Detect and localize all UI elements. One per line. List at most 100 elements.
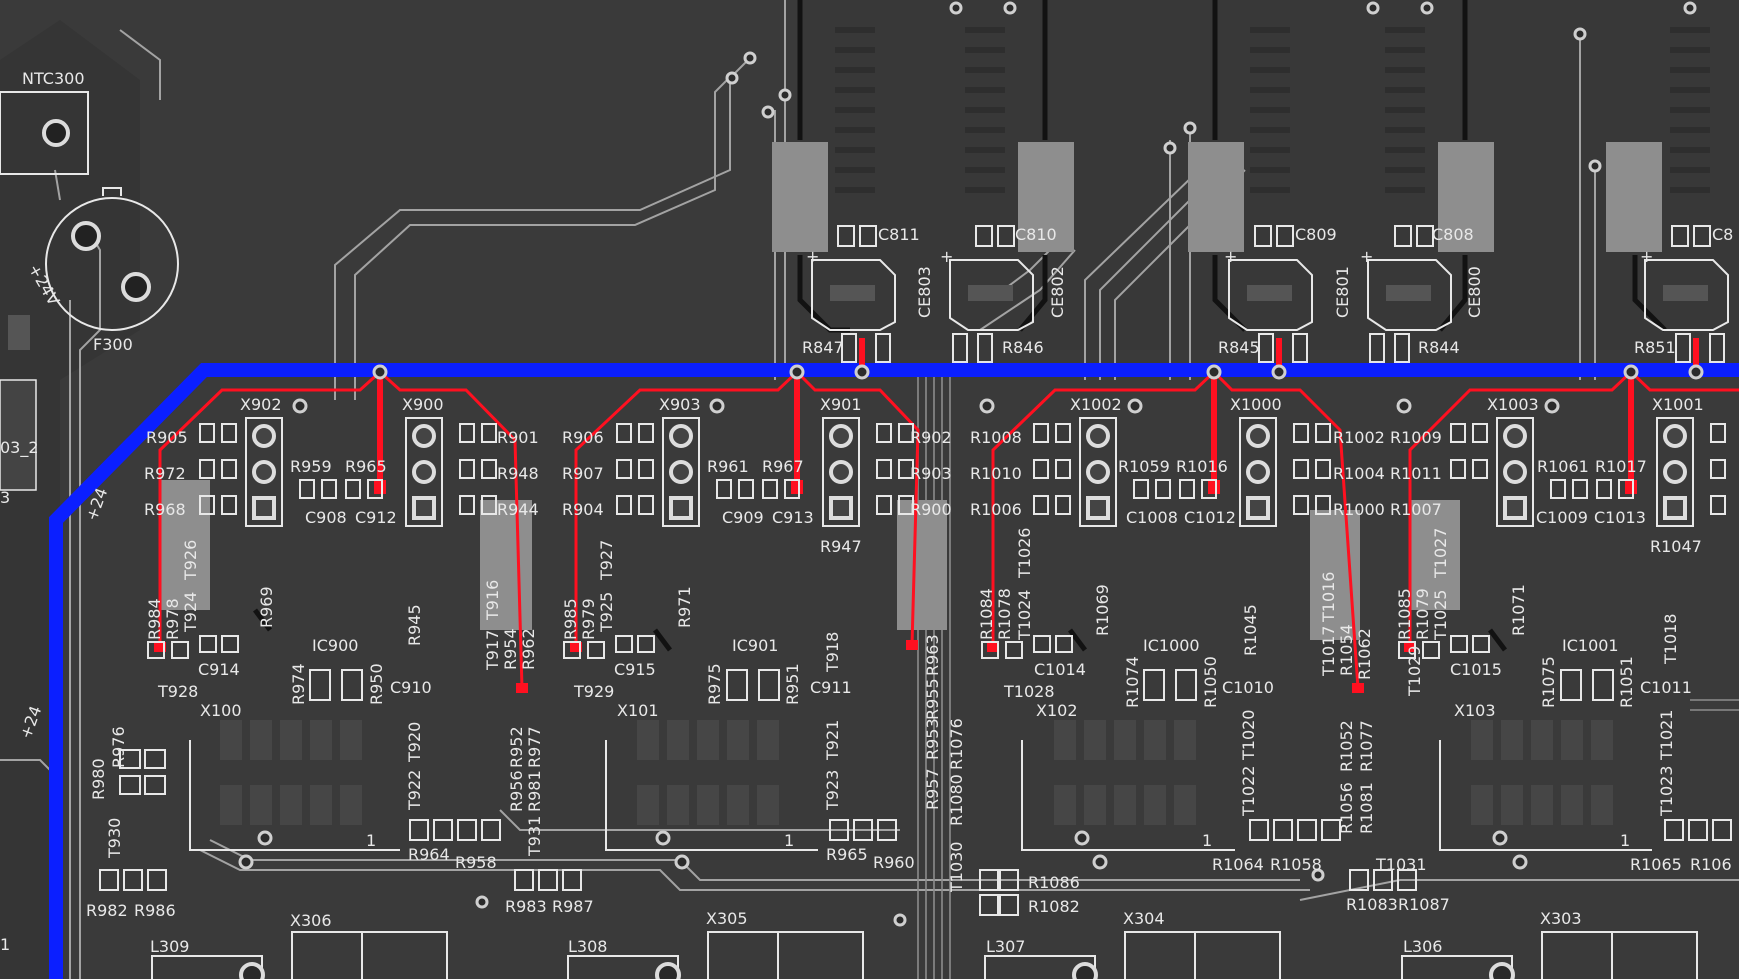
label-r1011: R1011 <box>1390 464 1442 483</box>
label-t922: T922 <box>405 770 424 811</box>
label-r965: R965 <box>345 457 387 476</box>
header-x1001[interactable] <box>1656 417 1694 527</box>
label-r846: R846 <box>1002 338 1044 357</box>
label-x100: X100 <box>200 701 242 720</box>
label-t930: T930 <box>105 818 124 859</box>
label-pin1-d: 1 <box>1620 831 1630 850</box>
label-r972: R972 <box>144 464 186 483</box>
ntc300-pad[interactable] <box>42 119 70 147</box>
label-r948: R948 <box>497 464 539 483</box>
label-c1013: C1013 <box>1594 508 1646 527</box>
label-r851: R851 <box>1634 338 1676 357</box>
label-r947: R947 <box>820 537 862 556</box>
label-r962: R962 <box>519 628 538 670</box>
label-r847: R847 <box>802 338 844 357</box>
label-c810: C810 <box>1015 225 1057 244</box>
label-x900: X900 <box>402 395 444 414</box>
center-traces <box>917 370 1739 979</box>
label-c912: C912 <box>355 508 397 527</box>
header-x901[interactable] <box>822 417 860 527</box>
cap-pads <box>830 285 1708 301</box>
label-l307: L307 <box>986 937 1025 956</box>
label-c911: C911 <box>810 678 852 697</box>
small-pad-left <box>8 315 30 350</box>
label-r1051: R1051 <box>1617 656 1636 708</box>
blue-power-bus[interactable] <box>49 363 1739 979</box>
label-l306: L306 <box>1403 937 1442 956</box>
connector-x-outlines <box>189 740 1652 851</box>
electrolytic-caps <box>811 259 1729 331</box>
label-x306: X306 <box>290 911 332 930</box>
header-x1000[interactable] <box>1239 417 1277 527</box>
label-x304: X304 <box>1123 909 1165 928</box>
label-ic901: IC901 <box>732 636 778 655</box>
label-r961: R961 <box>707 457 749 476</box>
label-c913: C913 <box>772 508 814 527</box>
label-pin1-b: 1 <box>784 831 794 850</box>
copper-pour-right-block <box>800 0 1739 350</box>
label-r977: R977 <box>525 726 544 768</box>
dark-traces <box>253 0 1667 652</box>
label-c1015: C1015 <box>1450 660 1502 679</box>
silkscreen-labels: C811 C810 C809 C808 C8 + + + + + CE803 C… <box>86 225 1733 956</box>
label-r983: R983 <box>505 897 547 916</box>
label-r1082: R1082 <box>1028 897 1080 916</box>
label-edge-1: 1 <box>0 935 10 954</box>
header-x900[interactable] <box>405 417 443 527</box>
label-l309: L309 <box>150 937 189 956</box>
label-t1017: T1017 <box>1319 626 1338 678</box>
label-r979: R979 <box>579 598 598 640</box>
red-thick-stubs[interactable] <box>377 338 1699 492</box>
label-t1026: T1026 <box>1015 528 1034 580</box>
label-r952: R952 <box>507 726 526 768</box>
label-r945: R945 <box>405 604 424 646</box>
label-r1087: R1087 <box>1398 895 1450 914</box>
label-t918: T918 <box>823 632 842 673</box>
red-nets[interactable] <box>158 370 1739 689</box>
label-r1059: R1059 <box>1118 457 1170 476</box>
label-r1047: R1047 <box>1650 537 1702 556</box>
header-x1003[interactable] <box>1496 417 1534 527</box>
label-r968: R968 <box>144 500 186 519</box>
label-r1010: R1010 <box>970 464 1022 483</box>
label-r1065: R1065 <box>1630 855 1682 874</box>
label-r844: R844 <box>1418 338 1460 357</box>
label-plus-4: + <box>1360 247 1373 266</box>
f300-pad-2[interactable] <box>121 272 151 302</box>
label-r1045: R1045 <box>1241 604 1260 656</box>
label-r957: R957 <box>923 768 942 810</box>
label-r982: R982 <box>86 901 128 920</box>
label-r1050: R1050 <box>1201 656 1220 708</box>
label-t921: T921 <box>823 720 842 761</box>
f300-notch <box>102 187 122 196</box>
label-t1027: T1027 <box>1431 528 1450 580</box>
label-r901: R901 <box>497 428 539 447</box>
label-t1025: T1025 <box>1431 590 1450 642</box>
header-x903[interactable] <box>662 417 700 527</box>
label-r907: R907 <box>562 464 604 483</box>
label-r1054: R1054 <box>1337 624 1356 676</box>
label-r905: R905 <box>146 428 188 447</box>
label-c1012: C1012 <box>1184 508 1236 527</box>
connector-x-pads <box>220 720 1613 825</box>
label-c1010: C1010 <box>1222 678 1274 697</box>
label-c1009: C1009 <box>1536 508 1588 527</box>
header-x902[interactable] <box>245 417 283 527</box>
f300-pad-1[interactable] <box>71 221 101 251</box>
label-edge-3: 3 <box>0 488 10 507</box>
label-r900: R900 <box>910 500 952 519</box>
label-x901: X901 <box>820 395 862 414</box>
label-c915: C915 <box>614 660 656 679</box>
label-r1000: R1000 <box>1333 500 1385 519</box>
label-c8x: C8 <box>1712 225 1733 244</box>
heatsink-pads <box>160 142 1662 640</box>
label-c909: C909 <box>722 508 764 527</box>
label-r974: R974 <box>289 663 308 705</box>
label-t1021: T1021 <box>1657 710 1676 762</box>
label-x103: X103 <box>1454 701 1496 720</box>
label-t926: T926 <box>181 540 200 581</box>
label-r987: R987 <box>552 897 594 916</box>
header-x1002[interactable] <box>1079 417 1117 527</box>
